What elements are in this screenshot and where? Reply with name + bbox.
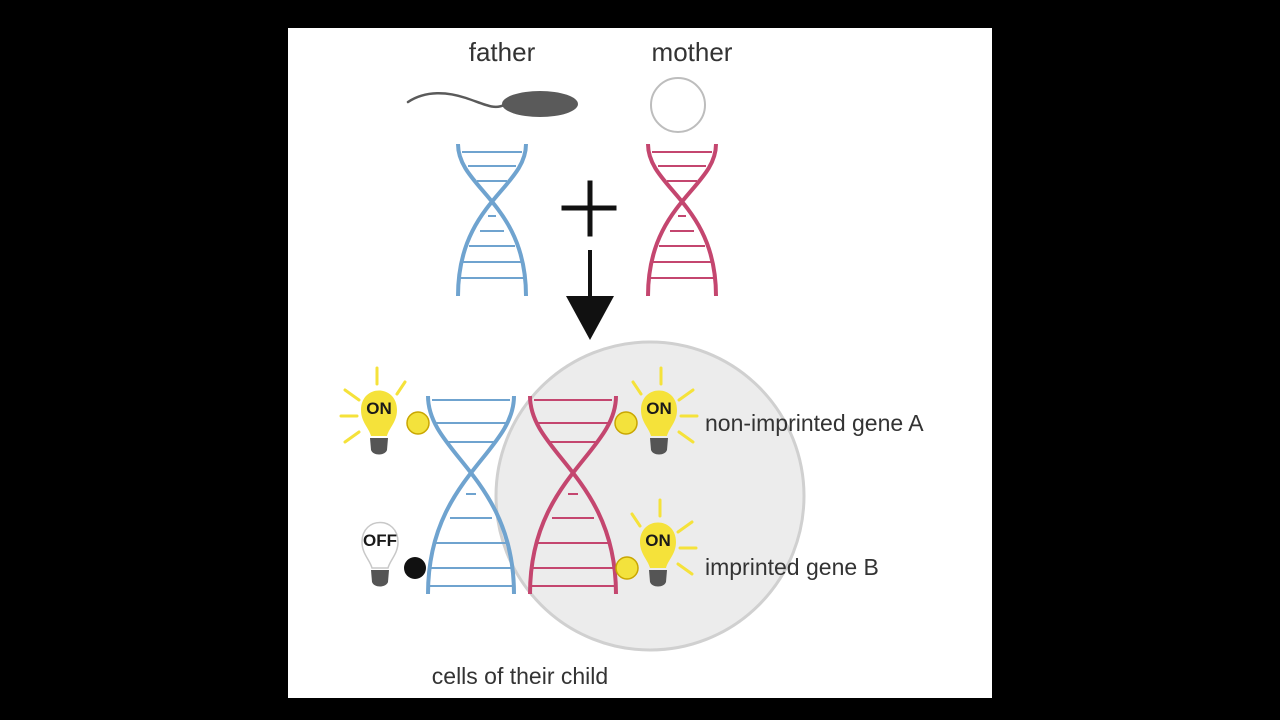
father-label: father: [469, 37, 536, 67]
mother-gene-a-bulb-icon: ON: [631, 366, 699, 455]
mother-label: mother: [652, 37, 733, 67]
maternal-gene-b-active-marker: [615, 556, 639, 580]
child-maternal-dna-icon: [528, 395, 618, 595]
gene-b-label: imprinted gene B: [705, 554, 879, 580]
genomic-imprinting-diagram: father mother: [339, 37, 924, 689]
father-gene-a-bulb-state: ON: [366, 399, 392, 418]
paternal-gene-a-active-marker: [406, 411, 430, 435]
gene-a-label: non-imprinted gene A: [705, 410, 924, 436]
maternal-gene-a-active-marker: [614, 411, 638, 435]
child-cell: [494, 340, 806, 652]
child-cells-caption: cells of their child: [432, 663, 608, 689]
mother-gene-b-bulb-state: ON: [645, 531, 671, 550]
father-dna-icon: [456, 143, 528, 297]
father-gene-a-bulb-icon: ON: [339, 366, 407, 455]
mother-gene-b-bulb-icon: ON: [630, 498, 698, 587]
father-gene-b-bulb-icon: OFF: [361, 521, 399, 587]
sperm-icon: [406, 91, 578, 117]
child-paternal-dna-icon: [426, 395, 516, 595]
father-gene-b-bulb-state: OFF: [363, 531, 397, 550]
plus-icon: [561, 180, 617, 237]
mother-dna-icon: [646, 143, 718, 297]
egg-icon: [650, 77, 706, 133]
down-arrow-icon: [566, 250, 614, 340]
diagram-panel: father mother: [288, 28, 992, 698]
mother-gene-a-bulb-state: ON: [646, 399, 672, 418]
paternal-gene-b-silenced-marker: [404, 557, 426, 579]
